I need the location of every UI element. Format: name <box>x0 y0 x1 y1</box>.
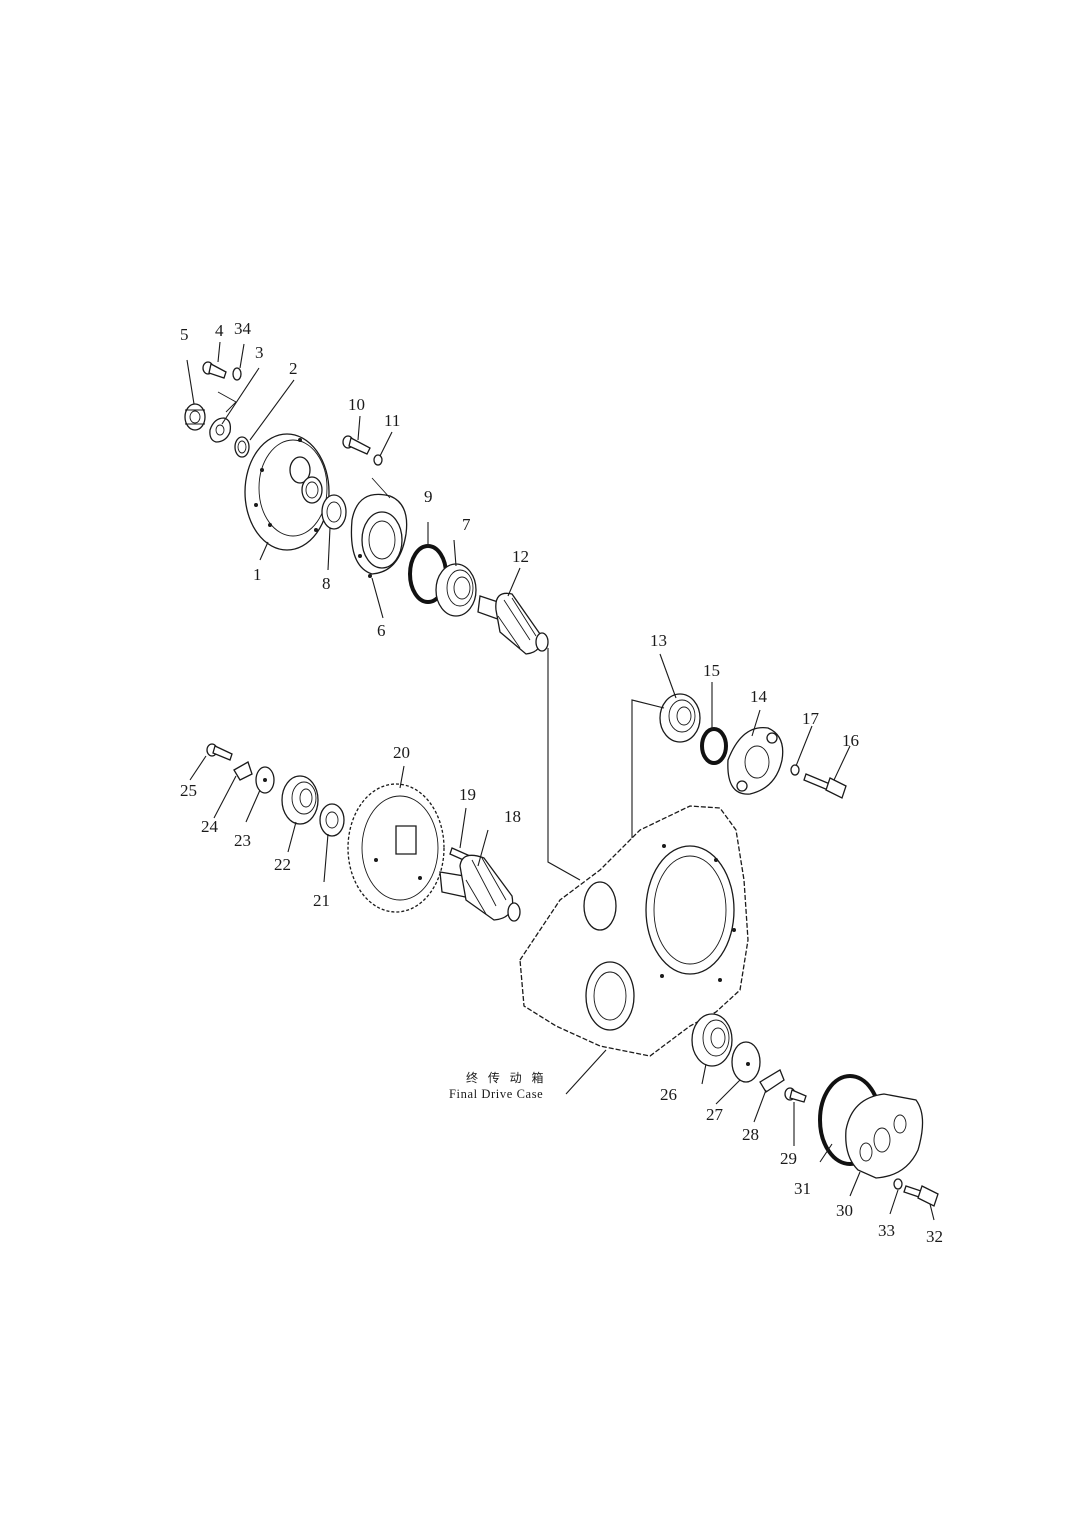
callout-10: 10 <box>348 395 365 414</box>
callout-23: 23 <box>234 831 251 850</box>
callout-7: 7 <box>462 515 471 534</box>
callout-31: 31 <box>794 1179 811 1198</box>
part-32-bolt <box>903 1185 939 1207</box>
part-7-bearing <box>435 563 477 617</box>
final-drive-case <box>519 805 749 1057</box>
callout-17: 17 <box>802 709 820 728</box>
callout-25: 25 <box>180 781 197 800</box>
callout-4: 4 <box>215 321 224 340</box>
part-25-bolt <box>206 743 233 761</box>
part-3-lock-plate <box>209 391 237 443</box>
part-33-washer <box>893 1178 903 1190</box>
part-4-bolt <box>202 361 227 379</box>
callout-19: 19 <box>459 785 476 804</box>
callout-30: 30 <box>836 1201 853 1220</box>
part-27-cover-plate <box>731 1041 761 1083</box>
part-29-bolt <box>784 1087 807 1103</box>
case-caption-english: Final Drive Case <box>449 1087 543 1101</box>
part-8-shim <box>321 494 347 530</box>
part-18-gear-shaft <box>439 854 521 922</box>
callout-22: 22 <box>274 855 291 874</box>
callout-24: 24 <box>201 817 219 836</box>
part-26-bearing <box>691 1013 733 1067</box>
callout-11: 11 <box>384 411 400 430</box>
part-12-pinion-shaft <box>477 592 549 655</box>
callout-14: 14 <box>750 687 768 706</box>
callout-27: 27 <box>706 1105 724 1124</box>
callout-20: 20 <box>393 743 410 762</box>
part-6-bearing-cage <box>350 477 408 578</box>
part-1-cover-flange <box>244 433 330 551</box>
callout-21: 21 <box>313 891 330 910</box>
part-15-o-ring <box>700 727 728 765</box>
callout-15: 15 <box>703 661 720 680</box>
part-34-washer <box>232 367 242 381</box>
callout-leaders <box>186 341 935 1221</box>
callout-6: 6 <box>377 621 386 640</box>
case-caption-chinese: 终 传 动 箱 <box>466 1070 546 1085</box>
callout-13: 13 <box>650 631 667 650</box>
part-5-nut <box>184 403 206 431</box>
callout-3: 3 <box>255 343 264 362</box>
callout-8: 8 <box>322 574 331 593</box>
part-20-gear <box>347 783 445 913</box>
case-caption: 终 传 动 箱 Final Drive Case <box>449 1070 546 1101</box>
callout-32: 32 <box>926 1227 943 1246</box>
callout-5: 5 <box>180 325 189 344</box>
callout-9: 9 <box>424 487 433 506</box>
part-13-bearing <box>659 693 701 743</box>
case-caption-leader <box>565 1049 607 1095</box>
callout-18: 18 <box>504 807 521 826</box>
part-14-retainer <box>727 726 784 795</box>
assembly-line-12 <box>547 648 581 881</box>
callout-12: 12 <box>512 547 529 566</box>
callout-26: 26 <box>660 1085 677 1104</box>
part-22-bearing <box>281 775 319 825</box>
part-16-bolt <box>803 773 847 799</box>
part-21-spacer <box>319 803 345 837</box>
part-23-washer <box>255 766 275 794</box>
part-17-washer <box>790 764 800 776</box>
callout-2: 2 <box>289 359 298 378</box>
callout-1: 1 <box>253 565 262 584</box>
callout-29: 29 <box>780 1149 797 1168</box>
callout-16: 16 <box>842 731 859 750</box>
part-28-lock-plate <box>759 1069 785 1093</box>
callout-28: 28 <box>742 1125 759 1144</box>
part-10-bolt <box>342 435 371 455</box>
callout-labels: 5 4 34 3 2 1 8 6 7 9 10 11 12 13 15 14 1… <box>180 319 943 1246</box>
callout-33: 33 <box>878 1221 895 1240</box>
callout-34: 34 <box>234 319 252 338</box>
part-2-seal-ring <box>234 436 250 458</box>
part-24-lock-plate <box>233 761 253 781</box>
part-30-cover <box>845 1093 924 1179</box>
part-11-washer <box>373 454 383 466</box>
